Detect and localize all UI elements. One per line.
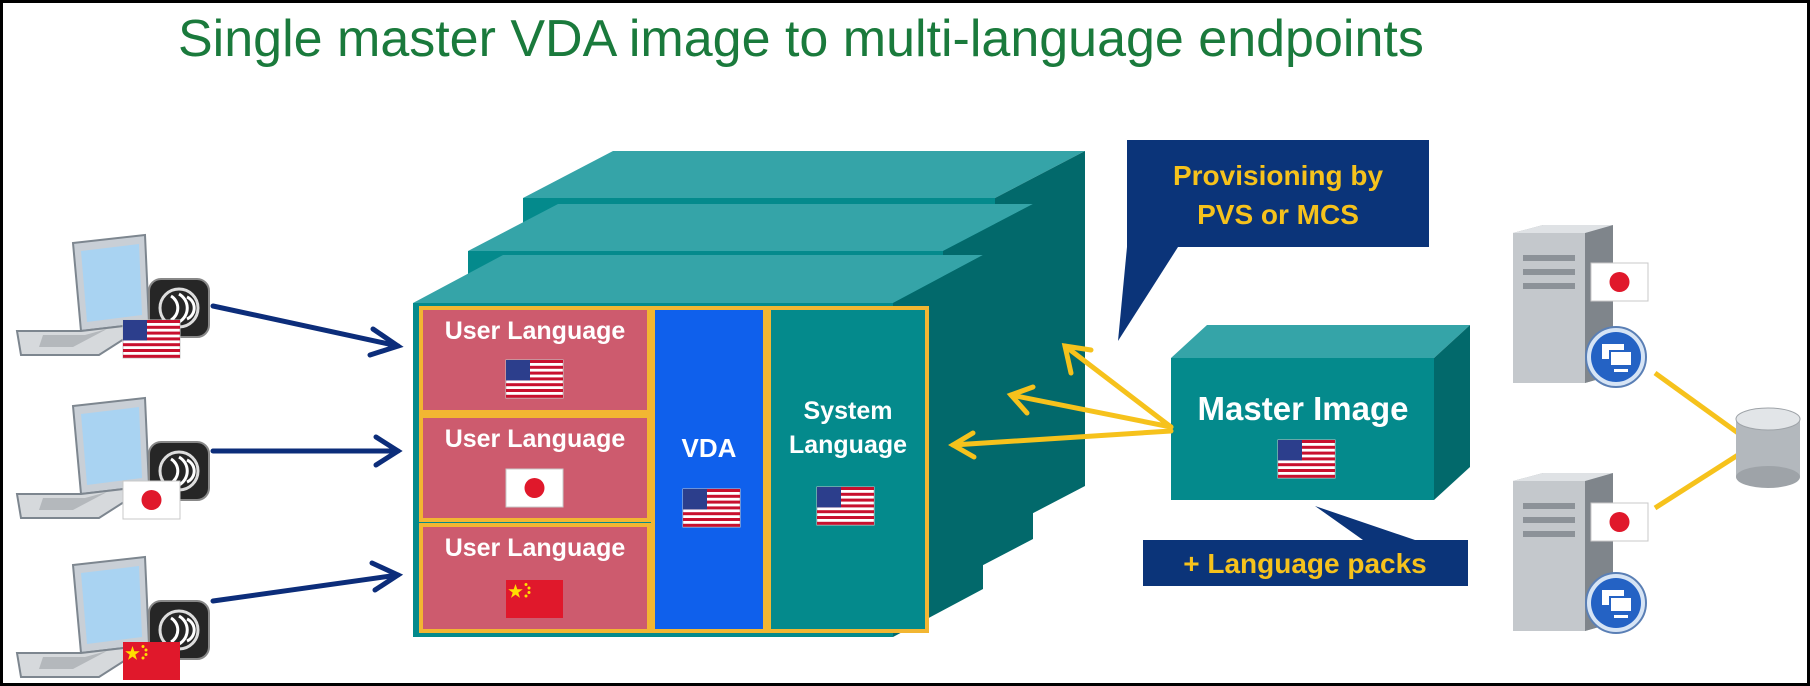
us-flag-icon (505, 359, 564, 399)
user-language-cell-2: User Language (419, 414, 651, 522)
client-endpoint-2 (15, 396, 211, 520)
diagram: User Language User Language User Languag… (15, 140, 1801, 680)
vda-cell: VDA (651, 306, 767, 633)
laptop-icon (15, 555, 211, 679)
us-flag-icon (1277, 439, 1336, 479)
cn-flag-icon (506, 580, 563, 618)
jp-flag-icon (1590, 262, 1649, 302)
vda-label: VDA (682, 433, 737, 463)
server-1 (1513, 225, 1649, 388)
arrow-client-3 (210, 572, 401, 604)
language-packs-callout: + Language packs (1143, 506, 1468, 586)
master-image-box: Master Image (1171, 325, 1470, 500)
provisioning-callout: Provisioning by PVS or MCS (1118, 140, 1429, 341)
vda-desktop-icon (1585, 572, 1647, 634)
arrow-to-system-language (950, 428, 1174, 448)
us-flag-icon (816, 486, 875, 526)
link-server-2 (1653, 452, 1740, 511)
cn-flag-icon (123, 642, 180, 680)
link-server-1 (1653, 370, 1740, 436)
provisioning-arrows (948, 342, 1174, 460)
slide-title: Single master VDA image to multi-languag… (178, 10, 1424, 68)
jp-flag-icon (505, 468, 564, 508)
client-arrows (210, 303, 404, 604)
arrow-to-layer-3 (1062, 343, 1174, 430)
user-language-label-2: User Language (445, 425, 626, 453)
server-database-links (1653, 370, 1740, 511)
user-language-label-3: User Language (445, 534, 626, 562)
arrow-to-layer-2 (1008, 392, 1174, 430)
arrow-client-1 (210, 303, 401, 349)
system-language-label-line1: System (804, 397, 893, 425)
system-language-label-line2: Language (789, 431, 907, 459)
client-endpoint-1 (15, 233, 211, 359)
server-2 (1513, 473, 1649, 634)
client-endpoint-3 (15, 555, 211, 680)
user-language-label-1: User Language (445, 317, 626, 345)
jp-flag-icon (1590, 502, 1649, 542)
master-image-label: Master Image (1198, 390, 1409, 427)
database-icon (1735, 407, 1801, 488)
us-flag-icon (122, 319, 181, 359)
provisioning-label-line2: PVS or MCS (1197, 199, 1359, 230)
vda-desktop-icon (1585, 326, 1647, 388)
user-language-cell-3: User Language (419, 523, 651, 633)
language-packs-label: + Language packs (1183, 548, 1427, 579)
provisioning-label-line1: Provisioning by (1173, 160, 1383, 191)
jp-flag-icon (122, 480, 181, 520)
user-language-cell-1: User Language (419, 306, 651, 414)
system-language-cell: System Language (767, 306, 929, 633)
us-flag-icon (682, 488, 741, 528)
